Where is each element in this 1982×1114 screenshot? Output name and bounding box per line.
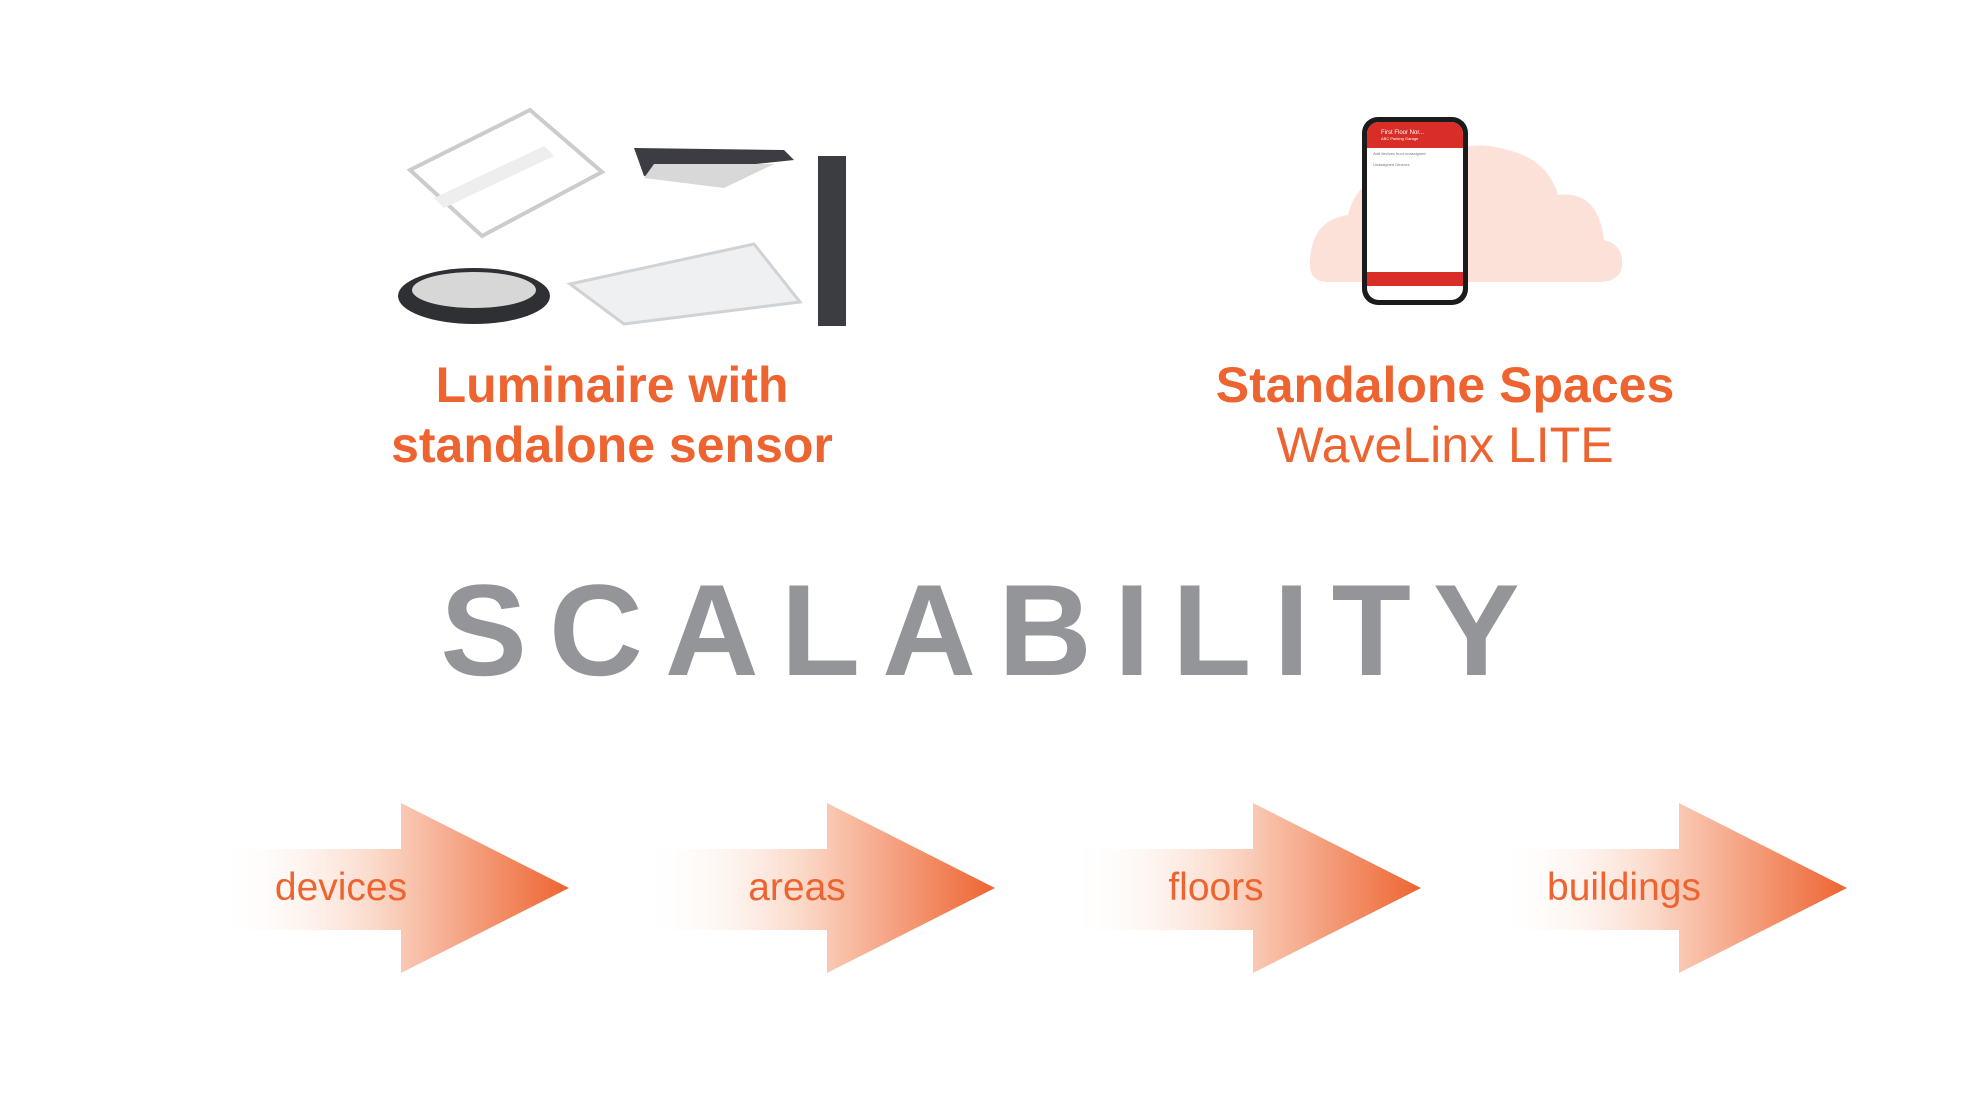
standalone-spaces-title: Standalone Spaces	[1215, 357, 1675, 413]
arrow-buildings: buildings	[1494, 803, 1847, 973]
arrow-label: buildings	[1547, 866, 1701, 909]
luminaires-image	[394, 107, 854, 333]
phone-row: Unassigned Devices	[1373, 162, 1410, 167]
phone-mockup: First Floor Nor... ABC Parking Garage Ad…	[1362, 117, 1468, 305]
luminaire-title: Luminaire with	[435, 357, 789, 413]
arrow-floors: floors	[1068, 803, 1421, 973]
phone-header: First Floor Nor...	[1381, 130, 1425, 136]
phone-row: Add devices from unassigned	[1373, 151, 1426, 156]
arrow-devices: devices	[216, 803, 569, 973]
arrow-label: areas	[748, 866, 846, 909]
luminaire-title-line2: standalone sensor	[391, 417, 833, 473]
arrow-label: devices	[274, 866, 408, 909]
phone-subheader: ABC Parking Garage	[1381, 136, 1419, 141]
wavelinx-lite-subtitle: WaveLinx LITE	[1276, 417, 1614, 473]
arrow-areas: areas	[642, 803, 995, 973]
scalability-headline: SCALABILITY	[440, 557, 1542, 703]
arrow-label: floors	[1168, 866, 1264, 909]
